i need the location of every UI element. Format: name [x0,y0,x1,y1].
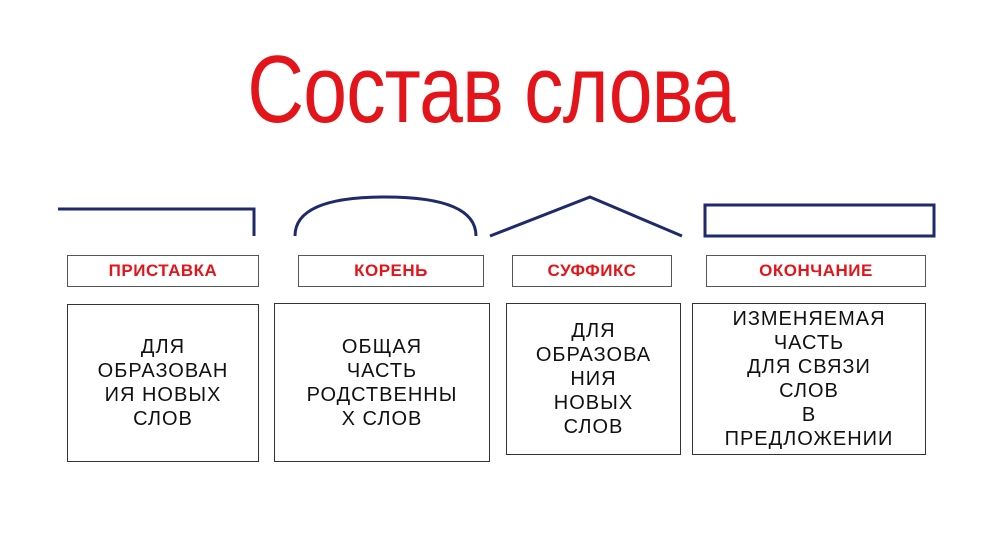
suffix-mark [489,195,683,238]
page-title: Состав слова [247,36,735,143]
ending-description: ИЗМЕНЯЕМАЯ ЧАСТЬ ДЛЯ СВЯЗИ СЛОВ В ПРЕДЛО… [692,303,926,455]
prefix-label: ПРИСТАВКА [67,255,259,287]
prefix-mark [58,207,256,236]
root-mark [293,195,478,237]
root-description-text: ОБЩАЯ ЧАСТЬ РОДСТВЕННЫ Х СЛОВ [306,335,458,430]
prefix-description-text: ДЛЯ ОБРАЗОВАН ИЯ НОВЫХ СЛОВ [97,336,229,430]
root-description: ОБЩАЯ ЧАСТЬ РОДСТВЕННЫ Х СЛОВ [274,303,490,462]
suffix-label: СУФФИКС [512,255,672,287]
ending-description-text: ИЗМЕНЯЕМАЯ ЧАСТЬ ДЛЯ СВЯЗИ СЛОВ В ПРЕДЛО… [724,308,894,450]
suffix-description: ДЛЯ ОБРАЗОВА НИЯ НОВЫХ СЛОВ [506,303,681,455]
prefix-description: ДЛЯ ОБРАЗОВАН ИЯ НОВЫХ СЛОВ [67,304,259,462]
suffix-description-text: ДЛЯ ОБРАЗОВА НИЯ НОВЫХ СЛОВ [535,320,652,438]
root-label: КОРЕНЬ [298,255,484,287]
ending-label: ОКОНЧАНИЕ [706,255,926,287]
ending-mark [703,203,936,238]
